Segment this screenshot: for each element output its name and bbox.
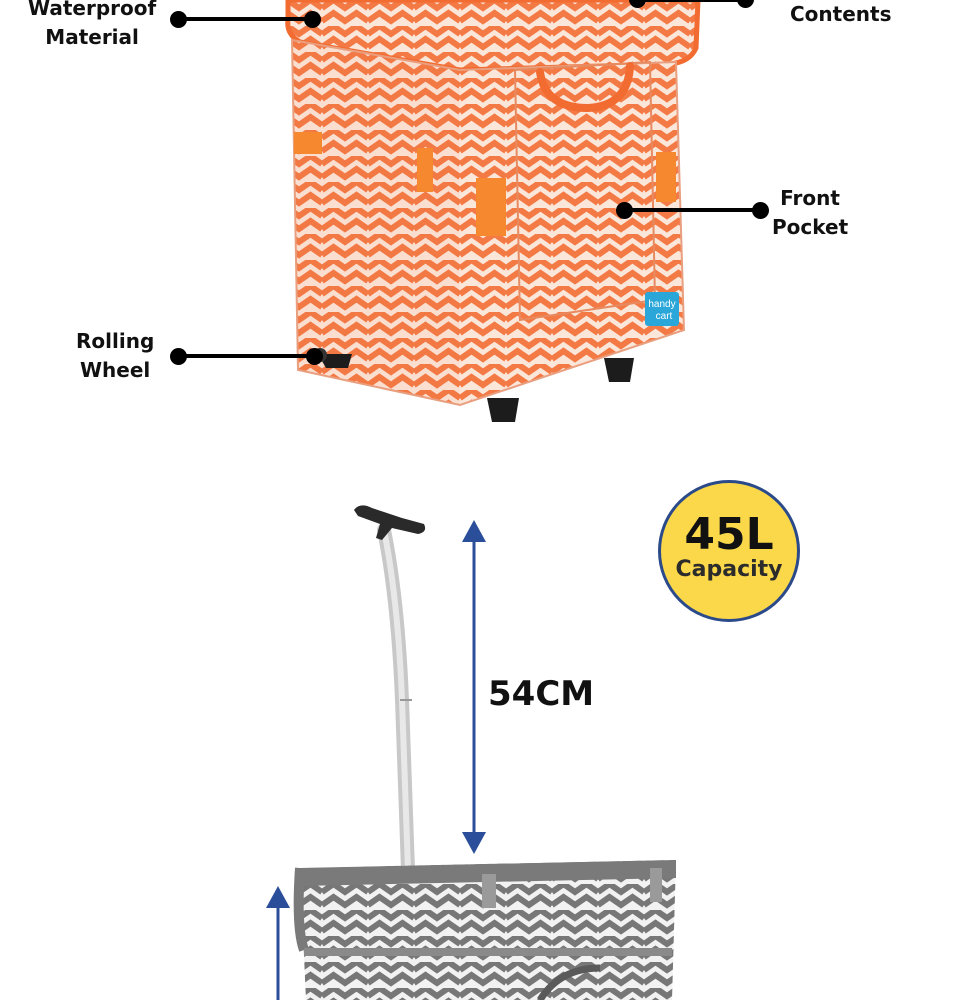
callout-dot <box>304 11 321 28</box>
capacity-badge: 45L Capacity <box>658 480 800 622</box>
dimension-label: 54CM <box>488 674 595 714</box>
callout-dot <box>737 0 754 8</box>
callout-dot <box>616 202 633 219</box>
brand-text-2: cart <box>656 311 673 322</box>
grey-cart <box>293 505 676 1000</box>
orange-cart: handy cart <box>285 0 701 422</box>
capacity-value: 45L <box>684 509 774 560</box>
label-front-pocket: Front Pocket <box>772 186 849 239</box>
label-waterproof-material: Waterproof Material <box>28 0 157 49</box>
callout-leader <box>638 0 746 2</box>
label-rolling-wheel: Rolling Wheel <box>76 329 155 382</box>
callout-leader <box>178 354 314 358</box>
callout-leader <box>625 208 761 212</box>
callout-dot <box>752 202 769 219</box>
height-arrow-54cm <box>462 520 486 854</box>
label-contents: Contents <box>790 2 892 26</box>
callout-leader <box>178 17 312 21</box>
callout-dot <box>629 0 646 8</box>
height-arrow-bag <box>266 886 290 1000</box>
callout-dot <box>306 348 323 365</box>
brand-text-1: handy <box>648 299 675 310</box>
capacity-label: Capacity <box>675 557 783 582</box>
